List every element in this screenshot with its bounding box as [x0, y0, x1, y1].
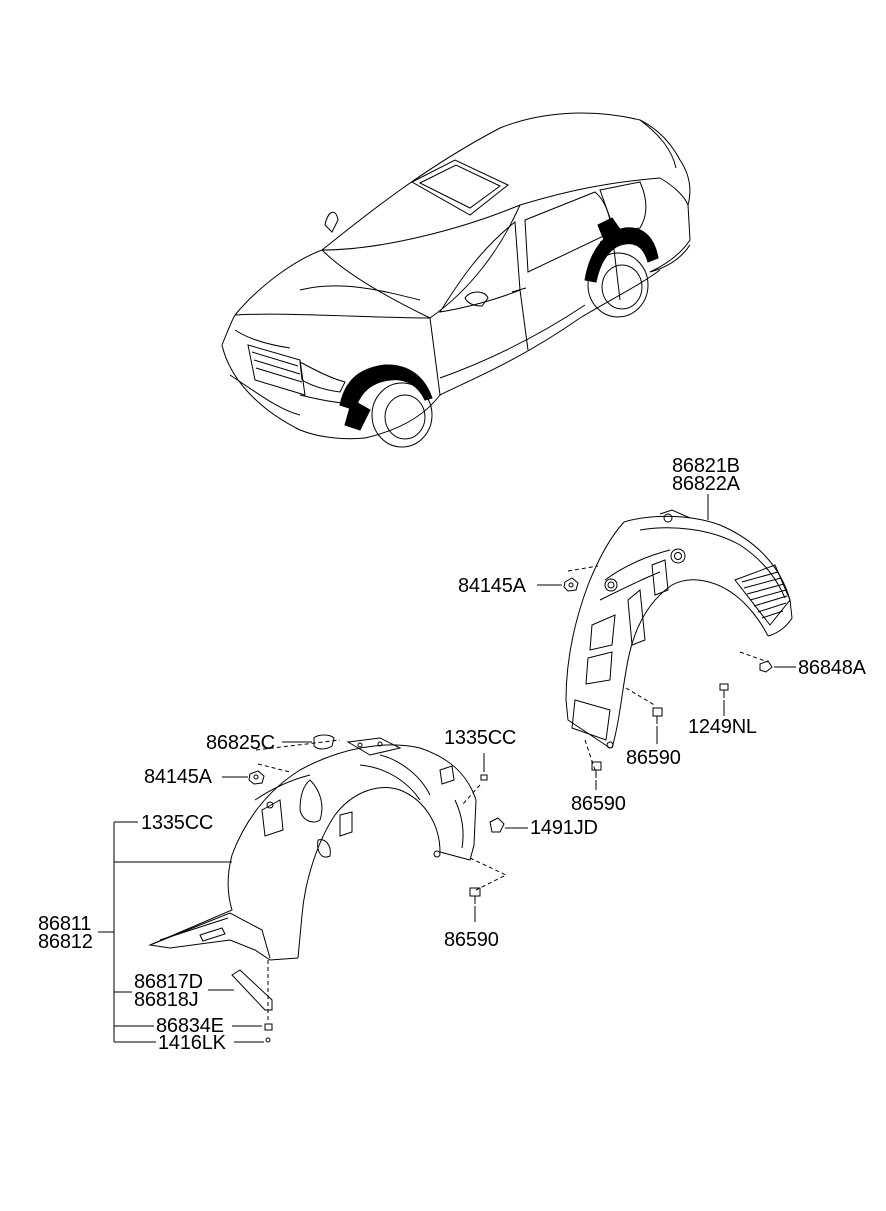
label-86590-c: 86590	[444, 929, 499, 951]
label-86825C: 86825C	[206, 732, 275, 754]
label-1335CC-left: 1335CC	[141, 812, 214, 834]
label-86818J: 86818J	[134, 989, 199, 1011]
label-86848A: 86848A	[798, 657, 866, 679]
label-86821B: 86821B	[672, 455, 740, 477]
label-86590-a: 86590	[626, 747, 681, 769]
label-84145A-upper: 84145A	[458, 575, 526, 597]
label-86822A: 86822A	[672, 473, 740, 495]
label-86811: 86811	[38, 913, 92, 935]
label-1249NL: 1249NL	[688, 716, 757, 738]
label-86817D: 86817D	[134, 971, 203, 993]
label-84145A-lower: 84145A	[144, 766, 212, 788]
label-86812: 86812	[38, 931, 93, 953]
label-1335CC-top: 1335CC	[444, 727, 517, 749]
label-1491JD: 1491JD	[530, 817, 598, 839]
label-86834E: 86834E	[156, 1015, 224, 1037]
fasteners	[231, 577, 773, 1043]
label-1416LK: 1416LK	[158, 1032, 226, 1054]
label-86590-b: 86590	[571, 793, 626, 815]
rear-wheel-guard	[565, 509, 793, 771]
car-illustration	[221, 112, 691, 448]
front-wheel-guard	[148, 737, 508, 1022]
leader-lines	[98, 494, 796, 1043]
